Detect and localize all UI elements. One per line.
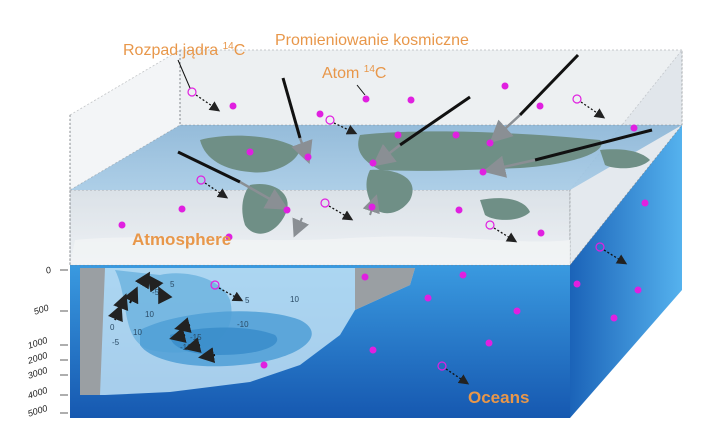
cosmic-radiation-label: Promieniowanie kosmiczne [275, 32, 469, 49]
contour-value: -5 [152, 288, 160, 297]
contour-value: -10 [237, 320, 249, 329]
atom-dot [394, 131, 402, 139]
contour-value: 10 [145, 310, 154, 319]
atom-dot [368, 203, 376, 211]
ocean-side-face [570, 125, 682, 418]
circulation-arrows [108, 271, 216, 364]
decay-label: Rozpad jądra 14C [123, 41, 246, 59]
atmosphere-top-left [69, 49, 181, 191]
decay-atom [320, 198, 330, 208]
atom-dot [178, 205, 186, 213]
contour-value: -15 [190, 333, 202, 342]
atom-dot [362, 95, 370, 103]
atom-dot [369, 346, 377, 354]
atom-dot [369, 159, 377, 167]
atom-dot [641, 199, 649, 207]
atom-dot [630, 124, 638, 132]
atmosphere-label: Atmosphere [132, 230, 232, 249]
contour-value: -5 [112, 338, 120, 347]
contour-value: 10 [290, 295, 299, 304]
atom-dot [610, 314, 618, 322]
decay-atom [595, 242, 605, 252]
depth-axis [60, 269, 68, 414]
decay-atom [210, 280, 220, 290]
atom-dot [513, 307, 521, 315]
atom-dot [424, 294, 432, 302]
atom-dot [361, 273, 369, 281]
atom-dot [485, 339, 493, 347]
atom-dot [304, 153, 312, 161]
atom-dot [486, 139, 494, 147]
carbon-14-atoms [118, 82, 649, 369]
contour-value: 10 [133, 328, 142, 337]
decaying-atoms [187, 87, 628, 385]
contour-value: 5 [170, 280, 175, 289]
decay-atom [572, 94, 582, 104]
atom-dot [459, 271, 467, 279]
decay-atom [437, 361, 447, 371]
atom-dot [316, 110, 324, 118]
atom-dot [573, 280, 581, 288]
decay-atom [187, 87, 197, 97]
contour-value: 5 [245, 296, 250, 305]
contour-value: 0 [110, 323, 115, 332]
atom-dot [537, 229, 545, 237]
atom-dot [455, 206, 463, 214]
atom-dot [536, 102, 544, 110]
atom-dot [634, 286, 642, 294]
atom-dot [118, 221, 126, 229]
atom-dot [501, 82, 509, 90]
atom-dot [283, 206, 291, 214]
leader-lines [177, 59, 366, 96]
atmosphere-top-box [179, 49, 683, 126]
atom-dot [229, 102, 237, 110]
atom-dot [225, 233, 233, 241]
atom-label: Atom 14C [322, 64, 387, 82]
decay-atom [485, 220, 495, 230]
decay-atom [325, 115, 335, 125]
atom-dot [407, 96, 415, 104]
oceans-label: Oceans [468, 388, 530, 407]
atom-dot [479, 168, 487, 176]
atom-dot [452, 131, 460, 139]
atom-dot [260, 361, 268, 369]
cosmic-rays [177, 53, 653, 238]
decay-atom [196, 175, 206, 185]
cloud-haze [70, 236, 570, 265]
atom-dot [246, 148, 254, 156]
